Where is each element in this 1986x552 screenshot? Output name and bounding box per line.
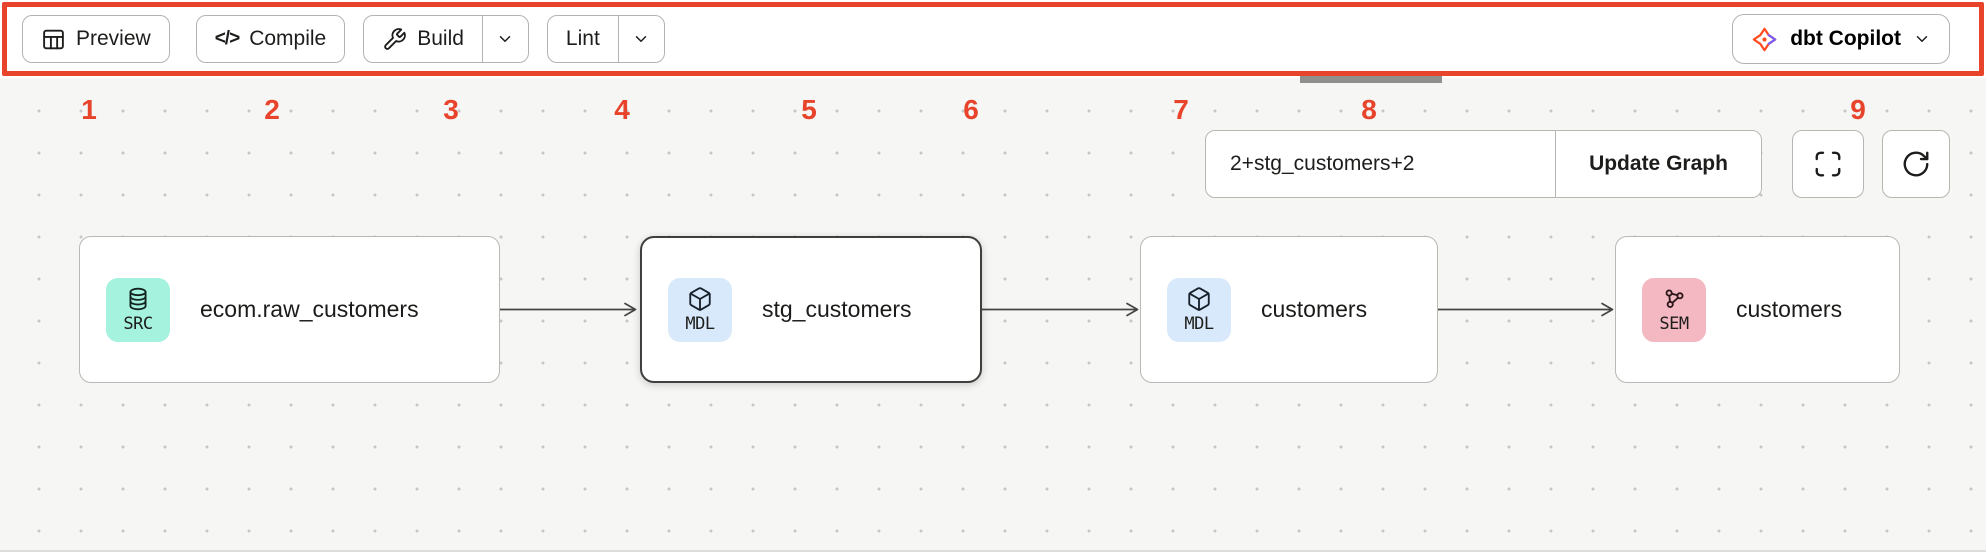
table-icon <box>41 27 66 52</box>
edge-customers-to-semantic-customers <box>1438 301 1615 318</box>
node-label: customers <box>1261 296 1368 322</box>
lineage-node-semantic-customers[interactable]: SEM customers <box>1615 236 1900 383</box>
refresh-graph-button[interactable] <box>1882 130 1950 198</box>
node-label: customers <box>1736 296 1843 322</box>
lint-split-button: Lint <box>546 15 665 63</box>
lint-dropdown-toggle[interactable] <box>617 16 664 62</box>
annotation-number-8: 8 <box>1361 94 1377 125</box>
lineage-node-model-customers[interactable]: MDL customers <box>1140 236 1438 383</box>
dbt-logo-icon <box>1751 26 1778 53</box>
node-selector-input[interactable] <box>1206 131 1555 197</box>
code-icon: </> <box>214 28 241 49</box>
build-split-button: Build <box>363 15 529 63</box>
annotation-number-2: 2 <box>264 94 280 125</box>
compile-button-label: Compile <box>249 27 327 50</box>
lineage-node-source-ecom-raw-customers[interactable]: SRC ecom.raw_customers <box>79 236 500 383</box>
graph-selector-box: Update Graph <box>1205 130 1762 198</box>
compile-button[interactable]: </> Compile <box>195 15 346 63</box>
fullscreen-icon <box>1813 149 1843 179</box>
preview-button[interactable]: Preview <box>22 15 170 63</box>
annotation-number-6: 6 <box>963 94 979 125</box>
badge-label: SRC <box>123 313 153 334</box>
badge-label: MDL <box>1184 313 1214 334</box>
cube-icon <box>687 286 713 312</box>
network-icon <box>1661 286 1687 312</box>
node-label: ecom.raw_customers <box>200 296 419 322</box>
refresh-icon <box>1901 149 1931 179</box>
fullscreen-button[interactable] <box>1792 130 1864 198</box>
toolbar: Preview </> Compile Build Lint <box>0 0 1986 78</box>
chevron-down-icon <box>1913 30 1931 48</box>
annotation-number-1: 1 <box>81 94 97 125</box>
model-badge: MDL <box>1167 277 1231 342</box>
node-label: stg_customers <box>762 296 912 322</box>
edge-stg-customers-to-customers <box>982 301 1140 318</box>
preview-button-label: Preview <box>76 27 151 50</box>
build-dropdown-toggle[interactable] <box>481 16 528 62</box>
annotation-number-9: 9 <box>1850 94 1866 125</box>
annotation-number-5: 5 <box>801 94 817 125</box>
build-button-label: Build <box>417 27 464 50</box>
annotation-number-3: 3 <box>443 94 459 125</box>
build-button[interactable]: Build <box>364 16 482 62</box>
lint-button-label: Lint <box>565 27 600 50</box>
cube-icon <box>1186 286 1212 312</box>
lint-button[interactable]: Lint <box>548 16 618 62</box>
annotation-number-7: 7 <box>1173 94 1189 125</box>
dbt-copilot-label: dbt Copilot <box>1790 27 1901 50</box>
database-icon <box>125 286 151 312</box>
dbt-copilot-button[interactable]: dbt Copilot <box>1732 14 1950 64</box>
chevron-down-icon <box>632 30 650 48</box>
update-graph-button[interactable]: Update Graph <box>1556 131 1761 197</box>
chevron-down-icon <box>496 30 514 48</box>
badge-label: SEM <box>1659 313 1689 334</box>
lineage-node-model-stg-customers[interactable]: MDL stg_customers <box>640 236 982 383</box>
model-badge: MDL <box>668 277 732 342</box>
source-badge: SRC <box>106 277 170 342</box>
badge-label: MDL <box>685 313 715 334</box>
active-tab-underline <box>1300 71 1442 83</box>
edge-raw-customers-to-stg-customers <box>500 301 638 318</box>
selector-divider <box>1554 131 1556 197</box>
wrench-icon <box>382 27 407 52</box>
semantic-model-badge: SEM <box>1642 277 1706 342</box>
annotation-number-4: 4 <box>614 94 630 125</box>
